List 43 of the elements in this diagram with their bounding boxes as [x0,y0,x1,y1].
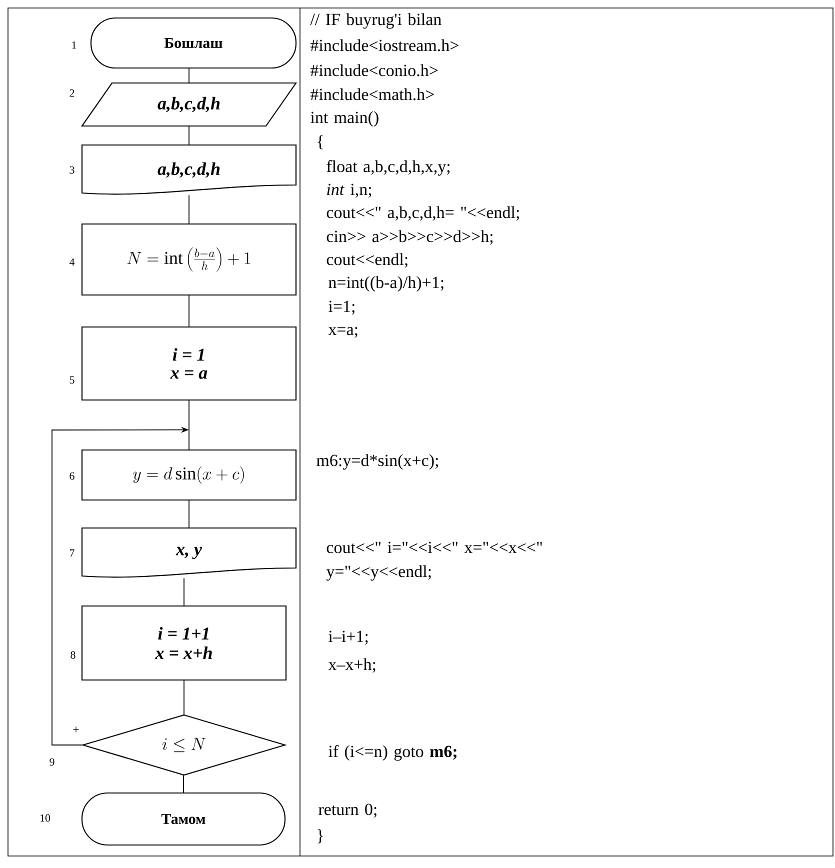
code-line: x=a; [328,327,358,338]
code-line: cout<<" i="<<i<<" x="<<x<<" y="<<y<<endl; [326,542,542,581]
step-number: 9 [50,758,54,766]
code-line: m6:y=d*sin(x+c); [316,454,438,470]
connector-line [188,68,190,84]
connector-line [188,294,190,328]
code-line: if (i<=n) goto m6; [328,745,456,761]
code-line: return 0; [318,804,376,818]
step-number: 4 [69,258,75,266]
edge-label: + [73,726,79,732]
step-number: 8 [70,651,76,659]
connector-line [188,500,190,528]
step-number: 1 [72,41,76,49]
code-line: cin>> a>>b>>c>>d>>h; [326,230,493,245]
connector-line [188,194,190,224]
code-line: // IF buyrug'i bilan [310,13,442,29]
step-number: 2 [70,89,74,97]
connector-line [188,126,190,146]
code-line: { [318,135,323,150]
connector-line [183,774,184,794]
code-line: n=int((b-a)/h)+1; [328,276,444,292]
code-line: #include<conio.h> [310,64,438,76]
step-number: 10 [40,814,50,822]
step-number: 5 [70,376,74,384]
step-number: 7 [70,549,74,557]
process-box: $y = d\sin(x + c)$ [81,449,297,501]
code-line: float a,b,c,d,h,x,y; [326,160,450,176]
code-line: cout<<" a,b,c,d,h= "<<endl; [326,206,519,221]
code-line: x–x+h; [328,658,376,673]
process-box: $N = \mathrm{int}\left(\frac{b-a}{h}\right)+1$ [81,223,297,296]
code-line: } [318,829,323,844]
process-box: i = 1 x = a [81,326,297,401]
code-line: i=1; [328,300,354,315]
code-line: int main() [310,111,378,127]
step-number: 3 [70,166,74,174]
code-line: cout<<endl; [326,253,408,268]
code-line: #include<math.h> [310,88,434,100]
code-line: #include<iostream.h> [310,39,458,52]
process-box: i = 1+1 x = x+h [81,605,287,681]
connector-line [188,400,190,450]
code-line: int i,n; [327,184,372,198]
step-number: 6 [70,472,74,480]
code-line: i–i+1; [328,630,368,645]
